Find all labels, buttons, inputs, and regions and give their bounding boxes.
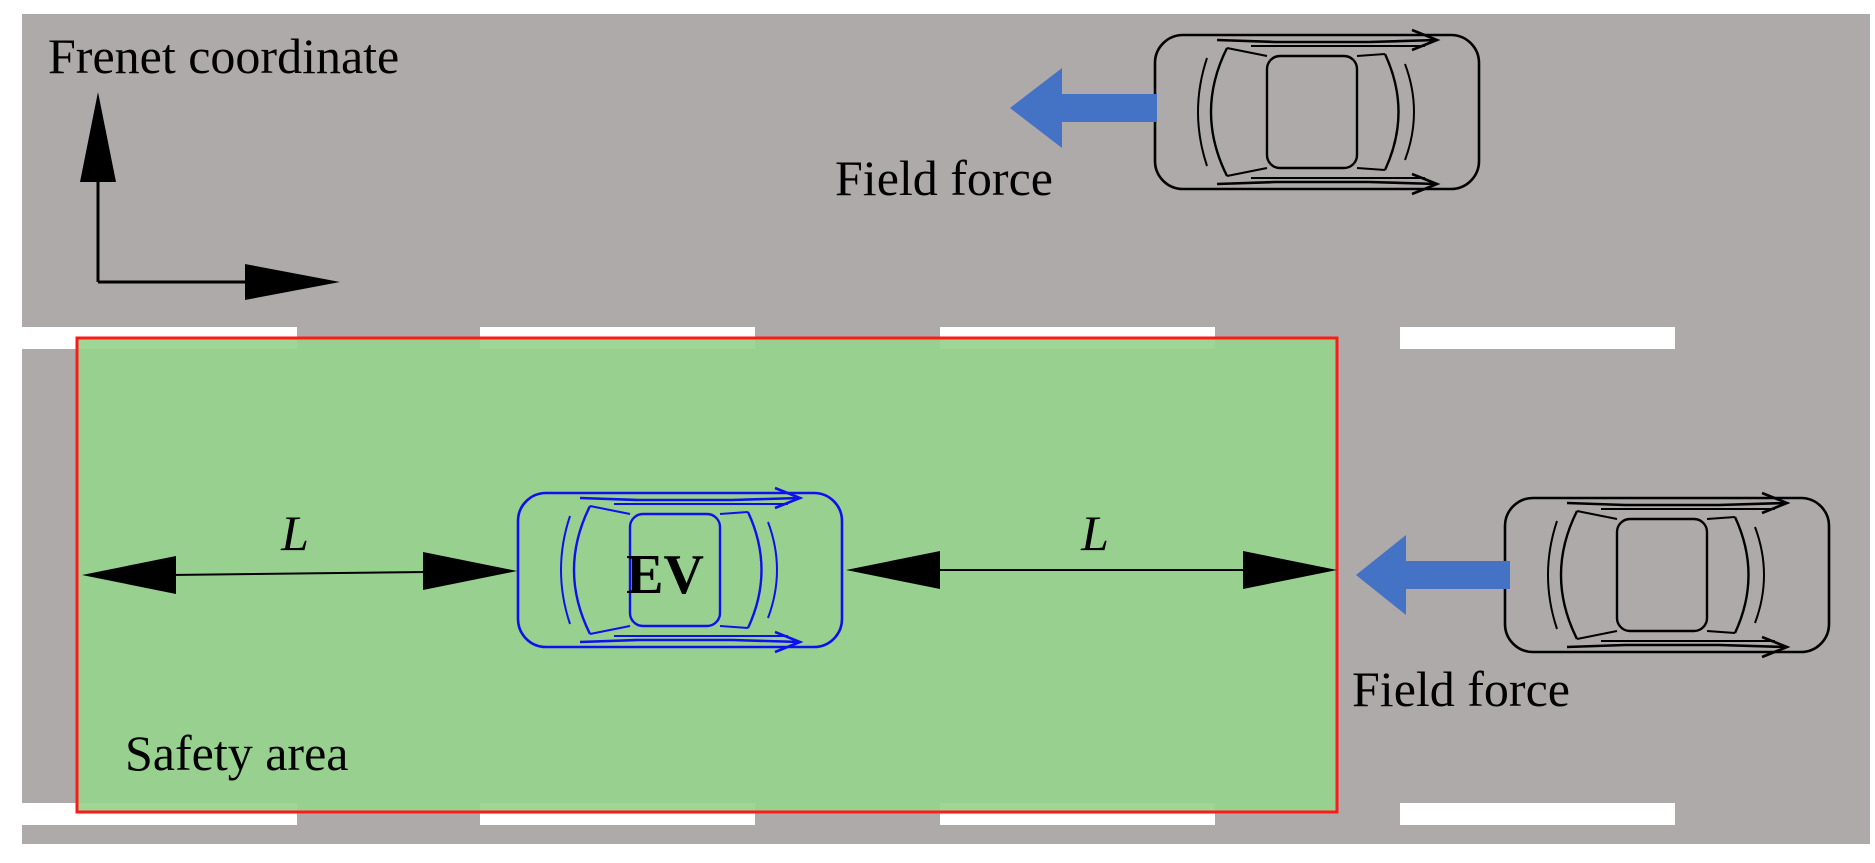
dimension-arrow-right-icon [1243,551,1337,589]
field-force-arrow-right [1356,535,1510,615]
field-force-label-right: Field force [1352,661,1570,717]
distance-label-left: L [280,505,309,561]
safety-area [75,336,1339,814]
ego-vehicle-label: EV [626,544,704,606]
field-force-label-top: Field force [835,150,1053,206]
distance-dimension-left [82,552,517,594]
field-force-arrow-top [1010,68,1157,148]
arrow-left-icon [1356,535,1406,615]
arrow-left-icon [1010,68,1062,148]
axis-arrow-up-icon [80,92,116,182]
distance-label-right: L [1080,505,1109,561]
axis-arrow-right-icon [245,264,340,300]
safety-area-label: Safety area [125,725,348,781]
frenet-axes [80,92,340,300]
coordinate-label: Frenet coordinate [48,28,399,84]
dimension-arrow-left-icon [82,556,176,594]
dimension-arrow-right-icon [423,552,517,590]
dimension-arrow-left-icon [846,551,940,589]
distance-dimension-right [846,551,1337,589]
